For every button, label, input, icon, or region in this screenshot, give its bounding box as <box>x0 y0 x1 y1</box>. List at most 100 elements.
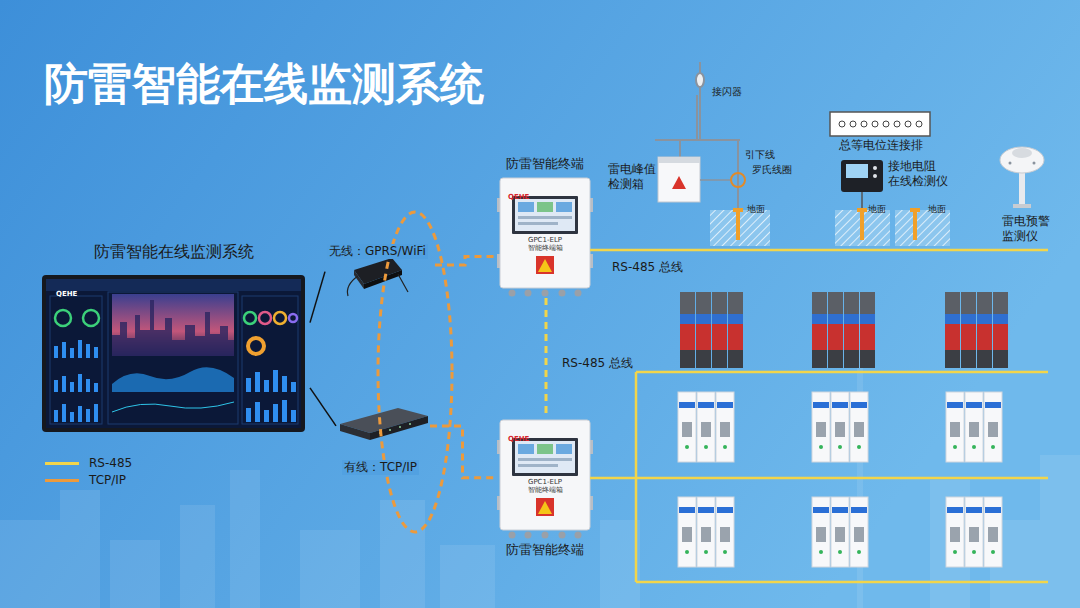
rs485-bus <box>590 249 1048 252</box>
monitor-screen <box>255 372 260 392</box>
monitor-screen <box>282 400 287 422</box>
device-label: 防雷智能终端 <box>495 156 595 172</box>
part-label: 罗氏线圈 <box>752 164 792 177</box>
warning-monitor <box>1000 147 1044 173</box>
model-text-holder: 智能终端箱 <box>500 244 590 253</box>
ground-rod <box>736 212 740 240</box>
device-label: 总等电位连接排 <box>826 138 936 153</box>
monitor-screen <box>54 340 296 422</box>
legend-swatch <box>45 479 79 482</box>
monitor-screen <box>70 412 74 422</box>
bonding-bar <box>830 112 930 136</box>
monitor-screen <box>46 279 301 428</box>
part-label-holder: 引下线 <box>745 143 775 162</box>
model-text: 智能终端箱 <box>500 244 590 253</box>
warning-monitor <box>1009 162 1012 165</box>
ground-rod <box>913 212 917 240</box>
lightning-rod <box>696 73 704 87</box>
bonding-bar <box>883 121 889 127</box>
bonding-bar <box>839 121 922 127</box>
monitor-screen <box>108 292 238 424</box>
monitor-screen <box>78 340 82 358</box>
monitor-screen <box>282 376 287 392</box>
lightning-rod <box>696 95 698 140</box>
surge-protector <box>946 392 1002 462</box>
device-label: 有线：TCP/IP <box>342 460 419 475</box>
ground-rod <box>860 212 864 240</box>
ground-hatch <box>710 210 950 246</box>
switch-icon <box>409 423 411 425</box>
legend-text: TCP/IP <box>89 473 126 488</box>
logo-text: QEHE <box>508 435 529 444</box>
monitor-screen <box>83 310 99 326</box>
page-title: 防雷智能在线监测系统 <box>44 56 484 111</box>
peak-detector <box>700 179 731 181</box>
monitor-screen <box>112 300 234 356</box>
router-icon <box>347 258 408 296</box>
bonding-bar <box>872 121 878 127</box>
ground-hatch <box>835 210 890 246</box>
skyline <box>600 520 640 608</box>
network-cable <box>310 272 325 323</box>
monitor-screen <box>94 383 98 392</box>
monitor-screen <box>54 410 58 422</box>
edge-label: RS-485 总线 <box>562 356 633 371</box>
terminal-box <box>497 178 593 297</box>
router-icon <box>354 270 364 289</box>
ground-hatch <box>710 210 770 246</box>
device-label: 防雷智能终端 <box>495 542 595 558</box>
terminal-device: 防雷智能终端QEHEGPC1-ELP智能终端箱 <box>495 418 597 560</box>
bonding-bar <box>830 112 930 136</box>
monitor-screen <box>291 410 296 422</box>
surge-protector <box>678 292 1008 567</box>
device-label: 接地电阻在线检测仪 <box>888 159 949 189</box>
router-icon <box>398 274 408 292</box>
surge-protector <box>680 292 743 368</box>
monitor-screen <box>55 310 71 326</box>
terminal-device: 防雷智能终端 QEHE GPC1-ELP智能终端箱 <box>495 156 597 298</box>
monitor-screen <box>62 376 66 392</box>
monitor-screen <box>62 404 66 422</box>
monitor-screen <box>86 344 90 358</box>
model-text: GPC1-ELP <box>500 236 590 245</box>
monitor-screen <box>94 347 98 358</box>
warning-monitor <box>1012 148 1032 158</box>
monitor-screen <box>50 296 102 424</box>
monitor-screen <box>62 342 66 358</box>
monitor-screen <box>78 406 82 422</box>
device-label: 雷电预警监测仪 <box>1002 214 1051 244</box>
skyline <box>300 530 360 608</box>
warning-device: 雷电预警监测仪 <box>996 142 1054 246</box>
device-label-holder: 总等电位连接排 <box>826 138 936 153</box>
logo-text-holder: QEHE <box>508 184 529 203</box>
legend-item-holder: TCP/IP <box>45 470 126 489</box>
monitor-screen <box>42 275 305 432</box>
detector-device: 雷电峰值检测箱 <box>605 158 705 204</box>
monitor-screen <box>112 294 234 356</box>
switch-icon <box>389 429 391 431</box>
device-label-holder: 雷电峰值检测箱 <box>608 162 657 192</box>
monitor-screen <box>55 310 297 354</box>
logo-text: QEHE <box>508 193 529 202</box>
ground-label-holder: 地面 <box>868 197 886 216</box>
switch-icon <box>340 424 370 440</box>
ground-label: 地面 <box>928 204 946 215</box>
resistance-meter <box>841 160 883 208</box>
part-label: 引下线 <box>745 149 775 162</box>
model-text-holder: GPC1-ELP <box>500 236 590 245</box>
skyline <box>110 540 160 608</box>
bonding-bar <box>850 121 856 127</box>
bonding-bar <box>916 121 922 127</box>
surge-protector <box>946 497 1002 567</box>
monitor-screen <box>274 312 286 324</box>
monitor-screen <box>264 380 269 392</box>
terminal-box <box>497 420 593 539</box>
ground-label-holder: 地面 <box>747 197 765 216</box>
bonding-device: 总等电位连接排 <box>826 110 938 156</box>
surge-protector <box>812 497 868 567</box>
monitor-panel: 防雷智能在线监测系统QEHE <box>40 242 310 434</box>
lightning-rod <box>655 139 740 141</box>
switch-icon <box>379 423 411 434</box>
